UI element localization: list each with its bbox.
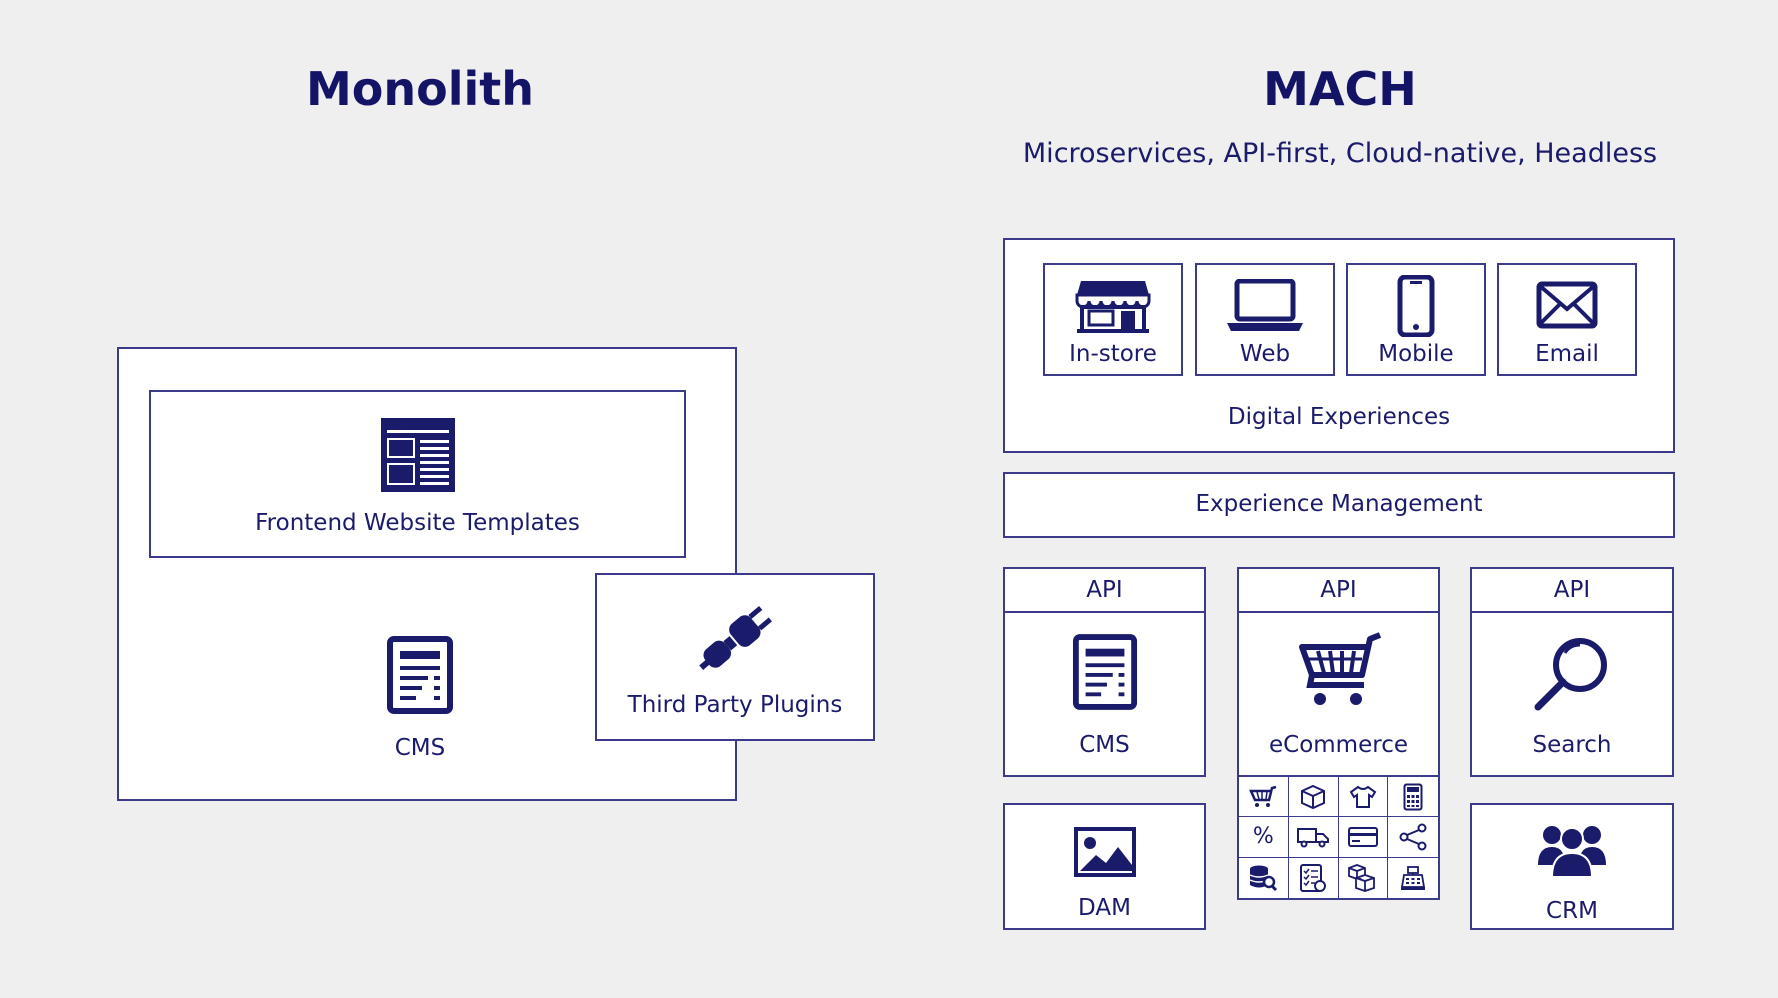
dam-label: DAM <box>1078 895 1131 921</box>
service-ecommerce-box: API eCommerce <box>1237 567 1440 777</box>
ecommerce-capabilities-grid: % <box>1237 775 1440 900</box>
credit-card-icon <box>1338 817 1389 858</box>
store-icon <box>1075 277 1151 333</box>
monolith-cms-label: CMS <box>394 735 446 761</box>
database-search-icon <box>1239 857 1289 898</box>
image-icon <box>1073 827 1136 877</box>
api-header-search: API <box>1472 569 1672 613</box>
channel-mobile-label: Mobile <box>1378 341 1454 367</box>
users-icon <box>1536 819 1608 879</box>
document-icon <box>1072 633 1138 711</box>
packages-icon <box>1339 857 1389 898</box>
envelope-icon <box>1536 281 1598 329</box>
crm-box: CRM <box>1470 803 1674 930</box>
checklist-icon <box>1289 857 1339 898</box>
cash-register-icon <box>1388 858 1438 898</box>
mobile-icon <box>1396 275 1436 337</box>
monolith-cms-icon <box>386 635 454 715</box>
box-icon <box>1288 777 1339 818</box>
frontend-templates-label: Frontend Website Templates <box>255 510 580 536</box>
laptop-icon <box>1227 279 1303 333</box>
crm-label: CRM <box>1546 898 1598 924</box>
api-header-ecommerce: API <box>1239 569 1438 613</box>
experience-management-label: Experience Management <box>1195 491 1483 517</box>
mach-subtitle: Microservices, API-first, Cloud-native, … <box>1022 138 1658 169</box>
mach-title: MACH <box>1263 62 1417 116</box>
website-template-icon <box>379 416 457 494</box>
channel-mobile: Mobile <box>1346 263 1486 376</box>
channel-in-store-label: In-store <box>1069 341 1157 367</box>
api-header-cms: API <box>1005 569 1204 613</box>
channel-in-store: In-store <box>1043 263 1183 376</box>
service-search-box: API Search <box>1470 567 1674 777</box>
search-icon <box>1532 633 1612 713</box>
percent-icon: % <box>1239 817 1289 858</box>
third-party-plugins-box: Third Party Plugins <box>595 573 875 741</box>
service-search-label: Search <box>1532 732 1612 758</box>
third-party-plugins-label: Third Party Plugins <box>627 692 843 718</box>
calculator-icon <box>1388 777 1438 818</box>
channel-web: Web <box>1195 263 1335 376</box>
experience-management-box: Experience Management <box>1003 472 1675 538</box>
service-cms-label: CMS <box>1079 732 1130 758</box>
monolith-title: Monolith <box>305 62 534 116</box>
shirt-icon <box>1338 777 1389 818</box>
channel-email: Email <box>1497 263 1637 376</box>
service-ecommerce-label: eCommerce <box>1269 732 1408 758</box>
digital-experiences-label: Digital Experiences <box>1227 404 1451 430</box>
service-cms-box: API CMS <box>1003 567 1206 777</box>
channel-email-label: Email <box>1535 341 1599 367</box>
plug-icon <box>690 593 780 683</box>
share-icon <box>1388 817 1438 858</box>
truck-icon <box>1288 817 1339 858</box>
cart-small-icon <box>1239 777 1289 818</box>
frontend-templates-box: Frontend Website Templates <box>149 390 686 558</box>
channel-web-label: Web <box>1239 341 1291 367</box>
dam-box: DAM <box>1003 803 1206 930</box>
cart-icon <box>1296 631 1382 711</box>
